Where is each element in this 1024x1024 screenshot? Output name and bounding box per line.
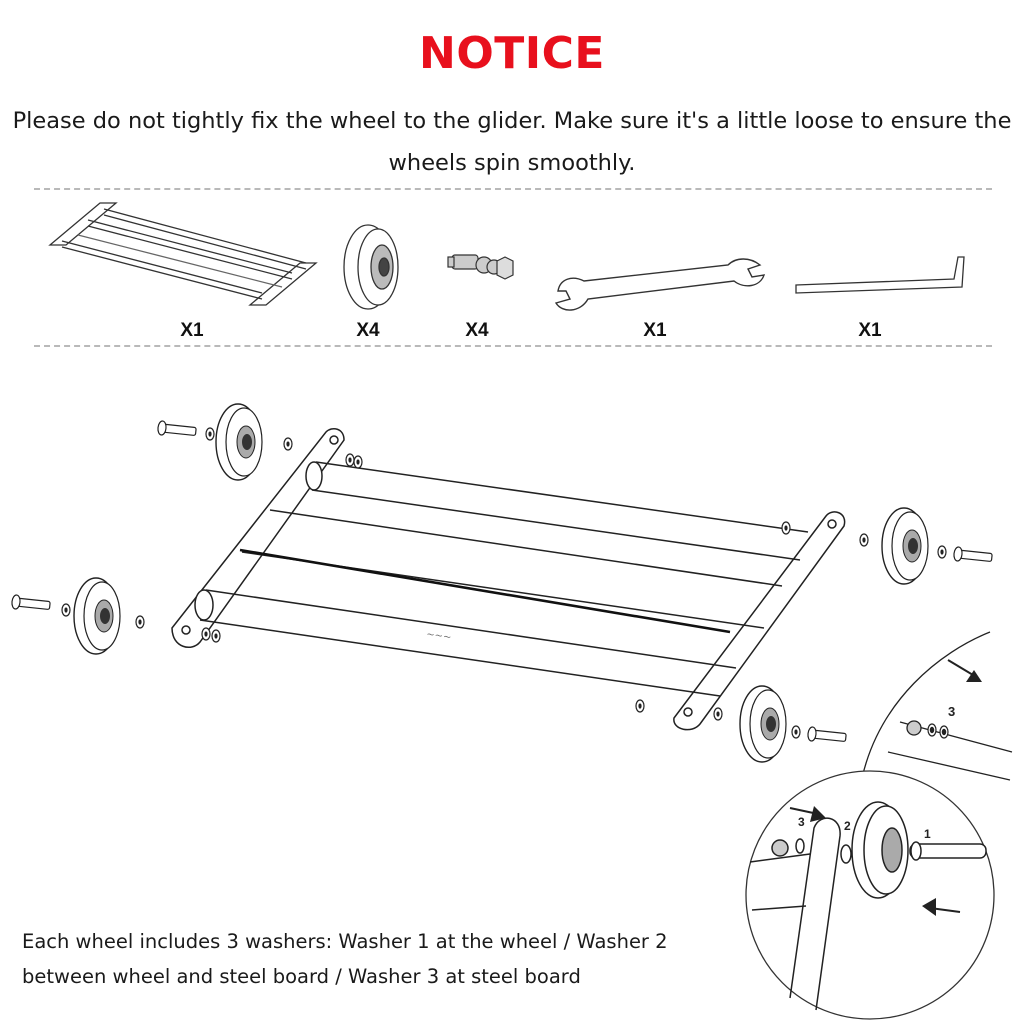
- qty-wheel: X4: [356, 320, 380, 341]
- qty-frame: X1: [180, 320, 204, 341]
- notice-text: Please do not tightly fix the wheel to t…: [12, 108, 1012, 176]
- washer-footnote: Each wheel includes 3 washers: Washer 1 …: [22, 930, 668, 988]
- qty-hex-key: X1: [858, 320, 882, 341]
- washer-3-label-top: 3: [948, 704, 955, 719]
- assembly-diagram: ~~~ 3: [10, 403, 1013, 1020]
- washer-1-label: 1: [924, 827, 931, 841]
- glider-frame: ~~~: [171, 427, 846, 731]
- hex-key-icon: [795, 256, 965, 294]
- glider-frame-icon: [48, 202, 318, 306]
- qty-wrench: X1: [643, 320, 667, 341]
- wheel-bottom-right: [635, 685, 848, 763]
- detail-callout-top: 3: [861, 631, 1013, 781]
- washer-2-label: 2: [844, 819, 851, 833]
- qty-bolt: X4: [465, 320, 489, 341]
- notice-title: NOTICE: [419, 28, 605, 79]
- top-divider: [34, 188, 992, 190]
- detail-callout-zoom: 1 2 3: [745, 770, 995, 1020]
- wheel-icon: [343, 224, 399, 310]
- bottom-divider: [34, 345, 992, 347]
- svg-text:~~~: ~~~: [426, 629, 452, 643]
- wrench-icon: [554, 258, 766, 311]
- washer-3-label: 3: [798, 815, 805, 829]
- parts-list: [48, 202, 965, 311]
- bolt-nut-icon: [447, 254, 514, 280]
